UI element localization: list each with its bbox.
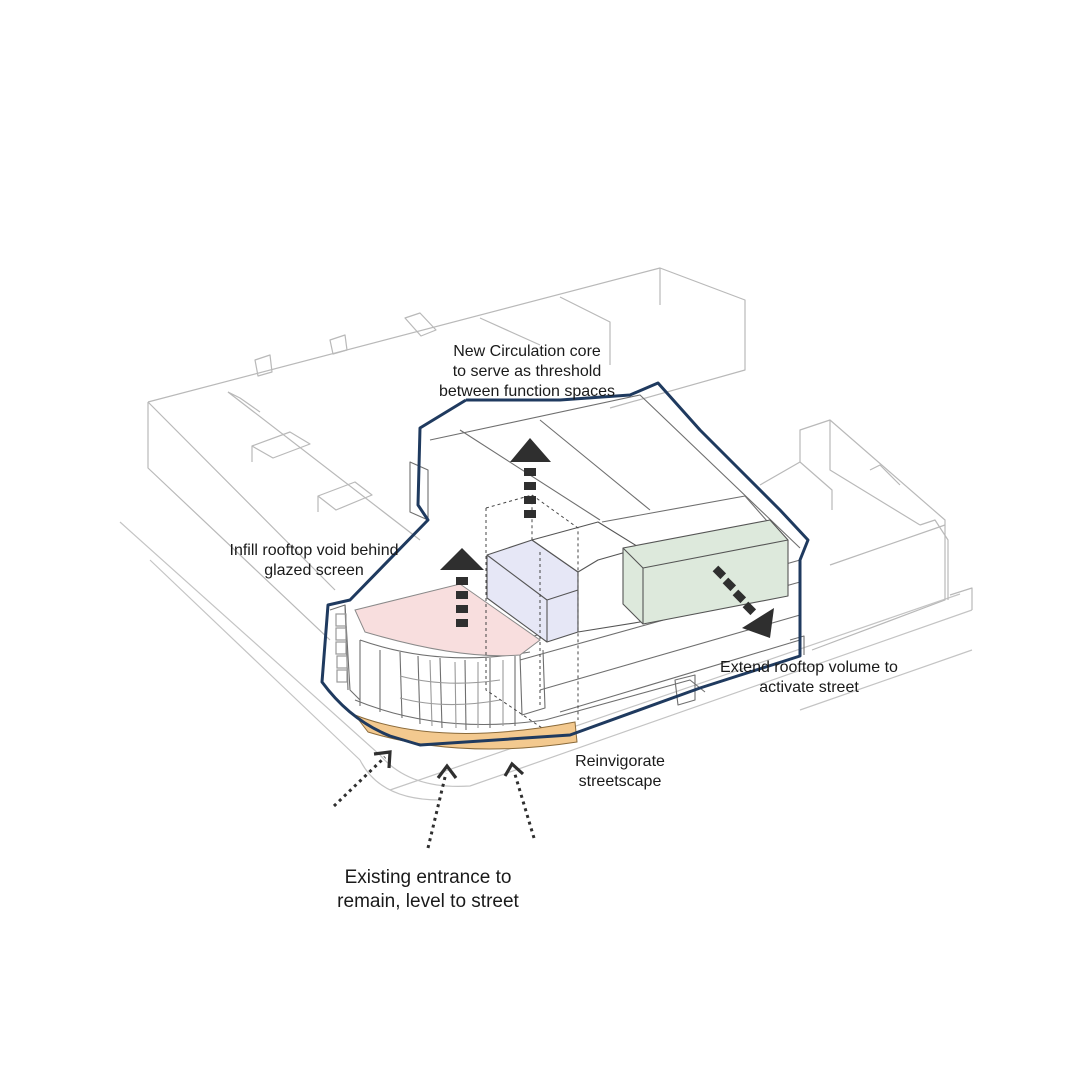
context-buildings xyxy=(147,267,973,651)
label-line: remain, level to street xyxy=(337,890,519,912)
core-outline-dashed xyxy=(485,494,579,731)
label-line: glazed screen xyxy=(264,562,364,579)
rooftop-extension-volume xyxy=(622,519,789,625)
label-line: streetscape xyxy=(578,773,662,790)
label-line: Existing entrance to xyxy=(344,867,512,888)
arrow-heads xyxy=(373,750,525,779)
label-line: activate street xyxy=(759,679,859,696)
arrow-diagonal-icon xyxy=(712,565,774,638)
label-existing-entrance: Existing entrance to remain, level to st… xyxy=(318,866,538,914)
street-lines xyxy=(119,521,973,801)
label-line: Extend rooftop volume to xyxy=(720,659,898,676)
label-line: to serve as threshold xyxy=(452,363,602,380)
label-line: Reinvigorate xyxy=(575,753,665,770)
dotted-approach-arrow-icon xyxy=(332,755,536,849)
lyceum-sign xyxy=(335,613,348,683)
label-reinvigorate-streetscape: Reinvigorate streetscape xyxy=(556,752,684,792)
adjacent-block xyxy=(531,521,641,633)
arrow-up-icon xyxy=(440,548,484,627)
label-line: between function spaces xyxy=(438,383,616,400)
label-infill-rooftop: Infill rooftop void behind glazed screen xyxy=(203,541,425,581)
label-line: New Circulation core xyxy=(453,343,601,360)
label-extend-rooftop: Extend rooftop volume to activate street xyxy=(700,658,918,698)
arrow-up-icon xyxy=(510,438,551,518)
label-circulation-core: New Circulation core to serve as thresho… xyxy=(404,342,650,402)
label-line: Infill rooftop void behind xyxy=(229,542,399,559)
infill-rooftop-void xyxy=(354,583,541,657)
site-boundary xyxy=(320,381,810,747)
